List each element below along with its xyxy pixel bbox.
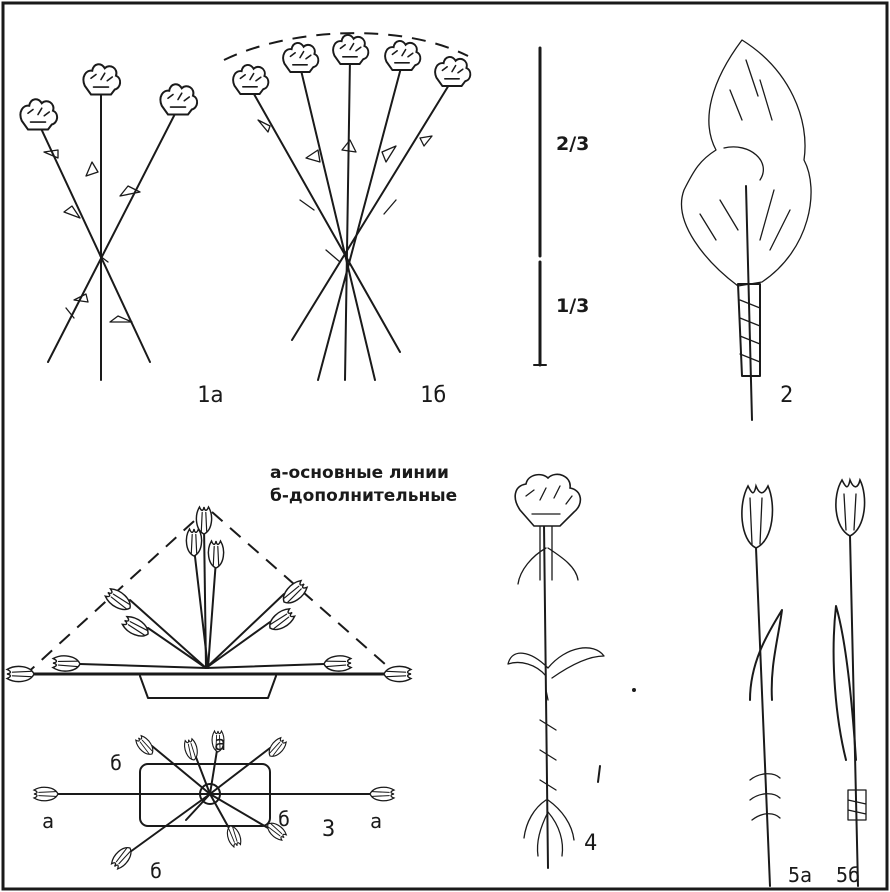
proportion-upper-label: 2/3 — [556, 133, 589, 155]
container-vase — [140, 676, 276, 698]
ink-dot — [632, 688, 636, 692]
leaf-outline — [682, 40, 812, 286]
marker-a-left: а — [42, 809, 54, 833]
figure-3-label: 3 — [322, 817, 335, 842]
figure-3-side-view — [7, 507, 411, 698]
figure-5a-tulip-wrapped: 5а — [742, 486, 812, 887]
figure-4-label: 4 — [584, 831, 597, 856]
figure-5b-label: 5б — [836, 863, 860, 887]
figure-1a-crossed-carnations: 1а — [20, 64, 223, 408]
figure-3-top-view: а б а а б б 3 — [34, 731, 394, 883]
proportion-scale: 2/3 1/3 — [534, 48, 589, 365]
figure-5b-tulip-leaves: 5б — [834, 480, 866, 887]
marker-a-top: а — [214, 731, 226, 755]
marker-b-lower-left: б — [150, 859, 162, 883]
legend-main-lines: а-основные линии — [270, 463, 449, 483]
legend: а-основные линии б-дополнительные — [270, 463, 457, 506]
marker-b-upper-left: б — [110, 751, 122, 775]
figure-5a-label: 5а — [788, 863, 812, 887]
legend-secondary-lines: б-дополнительные — [270, 486, 457, 506]
marker-b-right: б — [278, 807, 290, 831]
figure-1b-fan-carnations: 1б — [224, 33, 470, 408]
figure-1a-label: 1а — [197, 383, 224, 408]
marker-a-right: а — [370, 809, 382, 833]
figure-4-single-carnation: 4 — [508, 474, 604, 868]
proportion-lower-label: 1/3 — [556, 295, 589, 317]
figure-2-leaf-with-stem: 2 — [682, 40, 812, 420]
figure-2-label: 2 — [780, 383, 793, 408]
plate-border — [3, 3, 887, 889]
figure-1b-label: 1б — [420, 383, 447, 408]
